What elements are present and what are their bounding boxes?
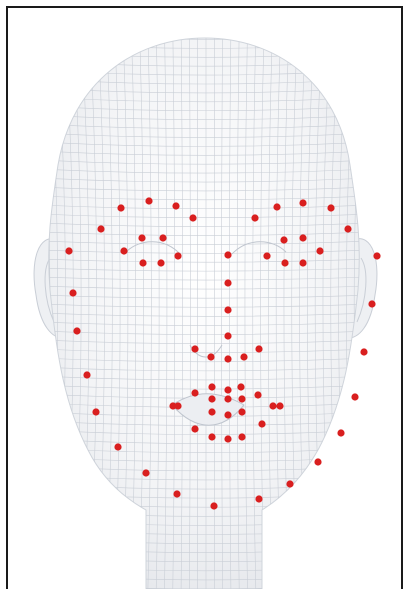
landmark-dot [337, 429, 344, 436]
landmark-dot [314, 458, 321, 465]
landmark-dot [299, 234, 306, 241]
landmark-dot [83, 371, 90, 378]
landmark-dot [224, 386, 231, 393]
landmark-dot [276, 402, 283, 409]
landmark-dot [174, 252, 181, 259]
landmark-dot [208, 395, 215, 402]
landmark-dot [240, 353, 247, 360]
landmark-dot [281, 259, 288, 266]
landmark-dot [139, 259, 146, 266]
landmark-dot [120, 247, 127, 254]
landmark-dot [97, 225, 104, 232]
landmark-dot [191, 425, 198, 432]
landmark-dot [210, 502, 217, 509]
landmark-dot [224, 332, 231, 339]
landmark-dot [73, 327, 80, 334]
landmark-dot [255, 495, 262, 502]
landmark-dot [280, 236, 287, 243]
landmark-dot [251, 214, 258, 221]
landmark-dot [237, 383, 244, 390]
landmark-dot [224, 411, 231, 418]
landmark-dot [286, 480, 293, 487]
landmark-dot [117, 204, 124, 211]
landmark-dot [344, 225, 351, 232]
landmark-dot [299, 259, 306, 266]
landmark-dot [138, 234, 145, 241]
landmark-dot [92, 408, 99, 415]
landmark-dot [224, 279, 231, 286]
landmark-dot [189, 214, 196, 221]
landmark-dot [254, 391, 261, 398]
landmark-dot [224, 395, 231, 402]
landmark-dot [238, 433, 245, 440]
landmark-dot [173, 490, 180, 497]
head-shape [49, 38, 360, 589]
landmark-dot [238, 408, 245, 415]
landmark-dot [157, 259, 164, 266]
landmark-dot [224, 355, 231, 362]
landmark-dot [373, 252, 380, 259]
landmark-dot [273, 203, 280, 210]
landmark-dot [351, 393, 358, 400]
landmark-dot [316, 247, 323, 254]
landmark-dot [238, 395, 245, 402]
landmark-dot [299, 199, 306, 206]
landmark-dot [174, 402, 181, 409]
landmark-dot [142, 469, 149, 476]
landmark-dot [368, 300, 375, 307]
landmark-dot [208, 433, 215, 440]
landmark-dot [360, 348, 367, 355]
landmark-dot [191, 389, 198, 396]
landmark-dot [145, 197, 152, 204]
landmark-dot [159, 234, 166, 241]
landmark-dot [255, 345, 262, 352]
landmark-dot [224, 306, 231, 313]
landmark-dot [224, 435, 231, 442]
landmark-dot [208, 383, 215, 390]
landmark-dot [65, 247, 72, 254]
landmark-dot [224, 251, 231, 258]
landmark-dot [207, 353, 214, 360]
landmark-dot [114, 443, 121, 450]
landmark-dot [172, 202, 179, 209]
landmark-dot [327, 204, 334, 211]
landmark-dot [258, 420, 265, 427]
landmark-dot [208, 408, 215, 415]
landmark-dot [269, 402, 276, 409]
landmark-dot [69, 289, 76, 296]
landmark-dot [191, 345, 198, 352]
landmark-dot [263, 252, 270, 259]
